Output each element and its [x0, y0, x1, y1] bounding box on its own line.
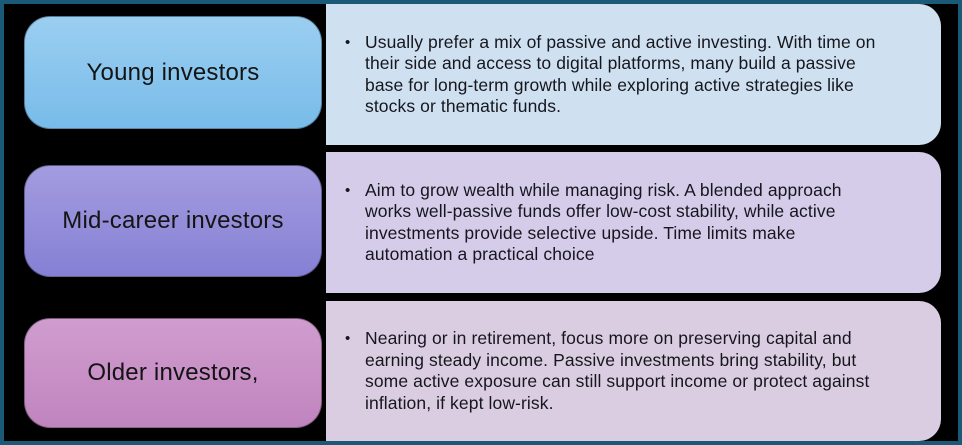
- label-mid-career-investors: Mid-career investors: [62, 207, 284, 234]
- label-box-young-investors: Young investors: [24, 16, 322, 129]
- label-young-investors: Young investors: [86, 58, 260, 86]
- bullet-item: • Aim to grow wealth while managing risk…: [345, 180, 883, 266]
- mid-career-investors-description: Aim to grow wealth while managing risk. …: [365, 179, 842, 265]
- bullet-item: • Usually prefer a mix of passive and ac…: [345, 32, 883, 118]
- bullet-marker: •: [345, 33, 351, 51]
- label-box-mid-career-investors: Mid-career investors: [24, 165, 322, 277]
- bullet-marker: •: [345, 330, 351, 347]
- older-investors-description: Nearing or in retirement, focus more on …: [365, 328, 870, 413]
- label-older-investors: Older investors,: [87, 359, 259, 386]
- bullet-item: • Nearing or in retirement, focus more o…: [345, 328, 883, 414]
- label-box-older-investors: Older investors,: [24, 318, 322, 428]
- young-investors-description: Usually prefer a mix of passive and acti…: [365, 31, 876, 117]
- panel-mid-career-investors: • Aim to grow wealth while managing risk…: [326, 152, 941, 293]
- bullet-marker: •: [345, 181, 351, 199]
- panel-young-investors: • Usually prefer a mix of passive and ac…: [326, 4, 941, 145]
- panel-older-investors: • Nearing or in retirement, focus more o…: [326, 301, 941, 441]
